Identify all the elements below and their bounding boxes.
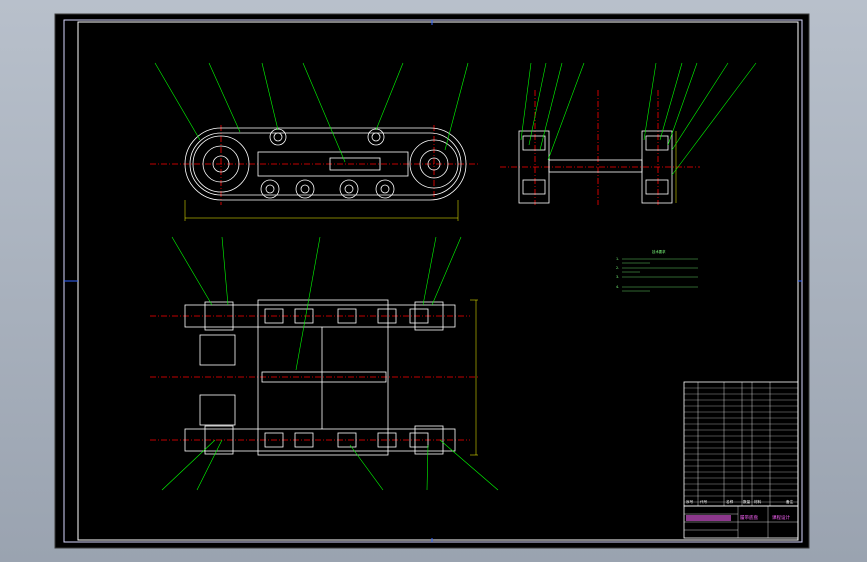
main-frame [257, 299, 389, 456]
title-block: 履带底盘 课程设计 [683, 505, 799, 539]
drawing-title: 履带底盘 [740, 514, 758, 521]
note-1: 1. [616, 257, 619, 261]
track-rollers [260, 179, 395, 199]
plan-rollers-upper [264, 308, 429, 324]
end-view-leaders [520, 62, 757, 176]
center-crossmember [261, 371, 387, 383]
notes-heading: 技术要求 [652, 249, 666, 254]
sprocket-bore [212, 155, 230, 173]
sprocket-hub [202, 145, 240, 183]
header-code: 代号 [700, 499, 708, 504]
track-outer [184, 127, 467, 201]
cross-beam [548, 159, 643, 173]
school-stamp: 课程设计 [772, 514, 790, 521]
top-plan-view [150, 299, 480, 456]
header-qty: 数量 [743, 499, 751, 504]
note-3: 3. [616, 275, 619, 279]
technical-notes: 技术要求 1. 2. 3. 4. [616, 249, 698, 292]
drawing-sheet [54, 13, 810, 549]
note-2: 2. [616, 266, 619, 270]
drive-sprocket [192, 135, 250, 193]
tensioner-cylinder [329, 157, 381, 171]
track-frame-beam [257, 151, 409, 177]
header-remarks: 备注 [786, 499, 794, 504]
track-inner [189, 132, 462, 196]
side-view-leaders [154, 62, 469, 163]
lower-track-assembly [184, 428, 456, 452]
parts-list-table: 序号 代号 名称 数量 材料 备注 [683, 381, 799, 507]
side-elevation-view [150, 125, 480, 221]
plan-view-leaders [161, 236, 499, 491]
note-4: 4. [616, 285, 619, 289]
end-view [500, 90, 700, 205]
drive-motor-lower [199, 394, 236, 426]
idler-wheel [409, 139, 459, 189]
header-item-no: 序号 [686, 499, 694, 504]
header-name: 名称 [726, 499, 734, 504]
header-material: 材料 [754, 499, 762, 504]
drive-motor-upper [199, 334, 236, 366]
plan-rollers-lower [264, 432, 429, 448]
idler-bore [427, 157, 441, 171]
upper-track-assembly [184, 304, 456, 328]
idler-hub [419, 149, 449, 179]
support-rollers [269, 128, 385, 146]
